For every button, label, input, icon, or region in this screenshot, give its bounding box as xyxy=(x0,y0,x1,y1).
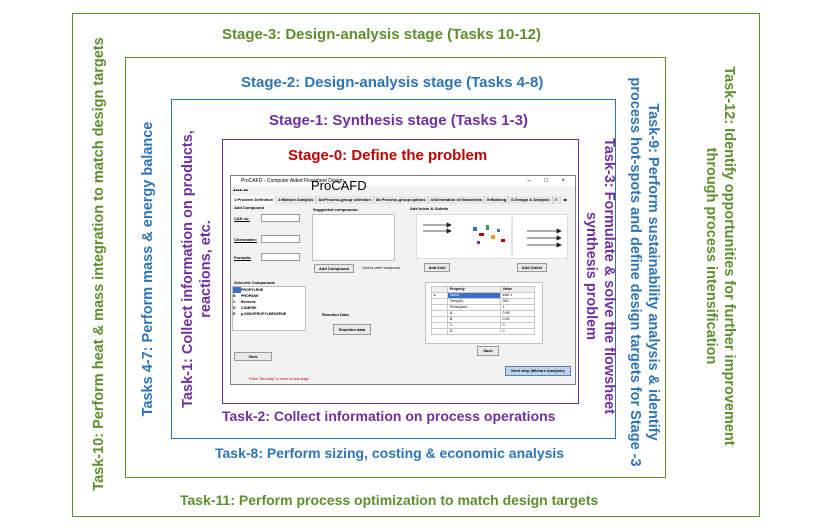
task8-label: Task-8: Perform sizing, costing & econom… xyxy=(215,445,565,461)
tab-2[interactable]: 2:Mixture Analysis xyxy=(276,196,317,204)
stage0-frame xyxy=(222,139,579,404)
add-outlet-button[interactable]: Add Outlet xyxy=(517,263,547,272)
task10-label: Task-10: Perform heat & mass integration… xyxy=(90,37,108,490)
procafd-window: ProCAFD - Computer Aided Flowsheet Desig… xyxy=(230,175,576,385)
chemname-input[interactable] xyxy=(261,235,300,243)
compound-key: A xyxy=(233,287,241,293)
cas-input[interactable] xyxy=(261,214,300,222)
tab-scroll-arrows[interactable]: ◂▸ xyxy=(563,197,568,202)
inlets-heading: Add Inlets & Outlets xyxy=(410,206,449,211)
formula-label: Formula: xyxy=(234,255,252,260)
stage1-frame xyxy=(171,99,616,439)
task9-line1: Task-9: Perform sustainability analysis … xyxy=(645,103,662,441)
compound-name: PROPANE xyxy=(241,294,259,298)
compound-row[interactable]: C Benzene xyxy=(233,299,305,305)
tab-6[interactable]: 5:Ranking xyxy=(484,196,510,204)
tab-4[interactable]: 3b:Process-group options xyxy=(373,196,429,204)
compound-key: D xyxy=(233,306,236,310)
reaction-heading: Reaction Data xyxy=(322,312,349,317)
inlet-outlet-schematic xyxy=(423,217,562,255)
stage3-title: Stage-3: Design-analysis stage (Tasks 10… xyxy=(222,26,542,43)
tab-5[interactable]: 4:Generation of flowsheets xyxy=(428,196,485,204)
window-title: ProCAFD - Computer Aided Flowsheet Desig… xyxy=(231,176,575,186)
task9-line2: process hot-spots and define design targ… xyxy=(627,77,643,467)
task12-label: Task-12: Identify opportunities for furt… xyxy=(702,66,738,445)
compound-key: E xyxy=(233,312,236,316)
add-compound-heading: Add Compound xyxy=(234,205,264,210)
reaction-data-button[interactable]: Reaction data xyxy=(333,324,371,335)
suggested-heading: Suggested compounds: xyxy=(313,207,359,212)
task4-7-text: Tasks 4-7: Perform mass & energy balance xyxy=(139,121,156,417)
toolbar-icons[interactable]: ▪▪▪▪▫▪▪ xyxy=(233,188,248,194)
click-hint: Click to select compound xyxy=(362,266,400,270)
task11-label: Task-11: Perform process optimization to… xyxy=(180,492,599,508)
view-button[interactable]: View xyxy=(234,352,272,361)
task1-line2: reactions, etc. xyxy=(198,220,214,318)
add-compound-button[interactable]: Add Compound xyxy=(314,264,354,273)
add-inlet-button[interactable]: Add Inlet xyxy=(424,263,450,272)
task10-text: Task-10: Perform heat & mass integration… xyxy=(90,37,107,491)
stage1-title: Stage-1: Synthesis stage (Tasks 1-3) xyxy=(269,112,528,129)
save-button[interactable]: Save xyxy=(477,346,499,356)
task9-label: Task-9: Perform sustainability analysis … xyxy=(626,77,662,466)
task12-line1: Task-12: Identify opportunities for furt… xyxy=(721,66,738,446)
formula-input[interactable] xyxy=(261,253,300,261)
task3-line1: Task-3: Formulate & solve the flowsheet xyxy=(601,137,618,415)
stage2-title: Stage-2: Design-analysis stage (Tasks 4-… xyxy=(241,74,544,91)
procafd-label: ProCAFD xyxy=(311,178,367,193)
task4-7-label: Tasks 4-7: Perform mass & energy balance xyxy=(139,122,157,417)
task1-label: Task-1: Collect information on products,… xyxy=(179,130,215,408)
cas-label: CAS no: xyxy=(234,216,250,221)
property-name-cell: D xyxy=(446,328,501,335)
window-controls[interactable]: – □ × xyxy=(527,178,571,184)
row-selector[interactable] xyxy=(431,328,448,335)
tab-7[interactable]: 7: xyxy=(552,196,562,204)
task3-label: Task-3: Formulate & solve the flowsheet … xyxy=(582,138,618,414)
compound-name: p-DIISOPROPYLBENZENE xyxy=(241,312,287,316)
compound-key: C xyxy=(233,300,236,304)
footer-note: Press "Next step" to move to next stage xyxy=(249,377,309,381)
property-value-cell[interactable]: 0 xyxy=(499,328,535,335)
selected-list-box xyxy=(232,286,306,331)
task3-line2: synthesis problem xyxy=(583,211,599,341)
compound-row[interactable]: D CUMENE xyxy=(233,305,305,311)
stage3-frame xyxy=(72,13,760,517)
stage2-frame xyxy=(125,57,666,478)
tab-3[interactable]: 3a:Process-group selection xyxy=(316,196,374,204)
tab-7[interactable]: 6:Design & Analysis xyxy=(509,196,553,204)
compound-key: B xyxy=(233,294,236,298)
compound-row[interactable]: B PROPANE xyxy=(233,293,305,299)
compound-name: Benzene xyxy=(241,300,256,304)
task1-line1: Task-1: Collect information on products, xyxy=(179,130,196,408)
tab-1[interactable]: 1:Problem Definition xyxy=(232,196,277,204)
task12-line2: through process intensification xyxy=(703,147,719,365)
suggested-list[interactable] xyxy=(312,214,395,261)
chemname-label: Chemname: xyxy=(234,237,257,242)
compound-name: PROPYLENE xyxy=(241,288,264,292)
stage0-title: Stage-0: Define the problem xyxy=(288,147,488,164)
next-step-button[interactable]: Next step (Mixture Analysis) xyxy=(505,366,571,376)
compound-name: CUMENE xyxy=(241,306,257,310)
selected-heading: Selected Compounds xyxy=(234,280,275,285)
task2-label: Task-2: Collect information on process o… xyxy=(222,408,556,424)
inlet-diagram xyxy=(416,214,568,259)
